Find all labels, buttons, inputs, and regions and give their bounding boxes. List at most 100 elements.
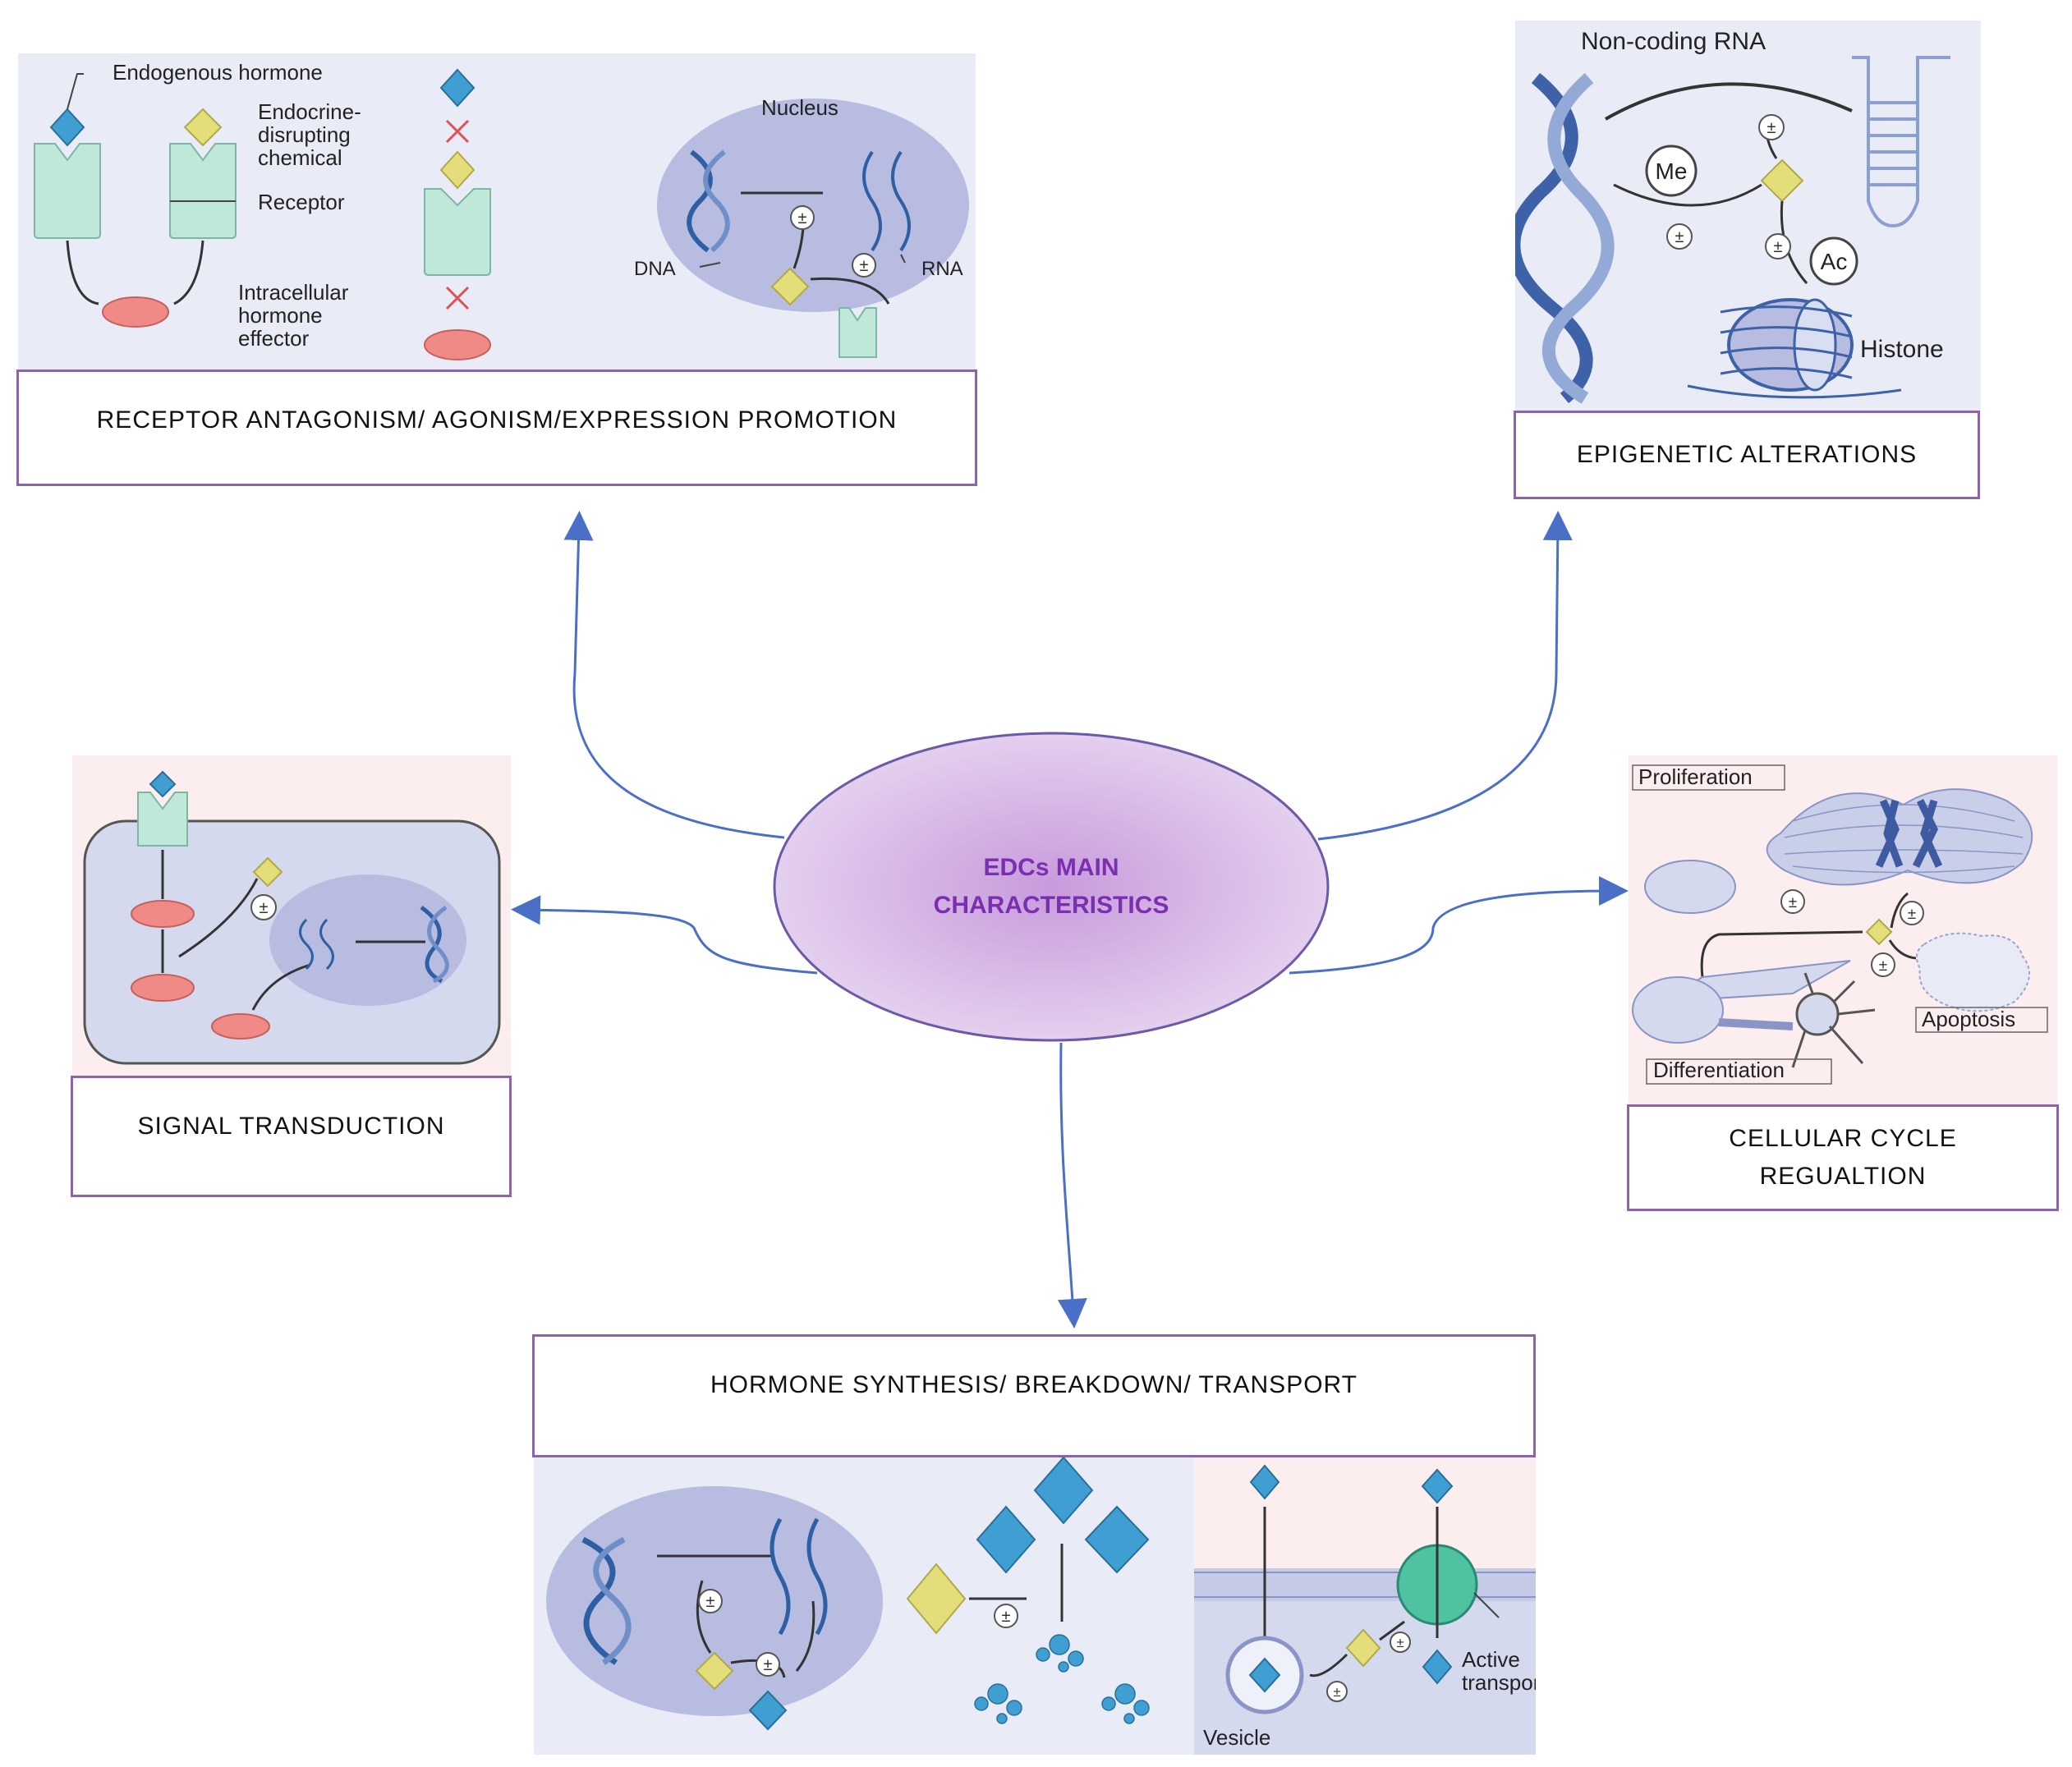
edc-diamond-icon [695,1651,734,1691]
cell-icon [1644,860,1736,914]
edc-diamond-icon [770,267,810,306]
hormone-diamond-icon [1421,1468,1454,1504]
svg-text:±: ± [1396,1635,1404,1650]
svg-text:±: ± [764,1656,773,1674]
svg-text:±: ± [860,257,869,275]
hormone-diamond-icon [1248,1657,1281,1693]
nucleus-shape [657,99,969,312]
neuron-icon [1791,972,1876,1068]
svg-text:±: ± [706,1593,715,1611]
arrow-to-receptor [563,511,785,839]
histone-icon [1687,298,1902,399]
label-vesicle: Vesicle [1203,1725,1270,1750]
dividing-cell-icon [1766,788,2033,886]
label-edc: Endocrine- [258,99,361,124]
label-differentiation: Differentiation [1653,1058,1785,1082]
dna-helix-icon [420,905,449,984]
svg-text:±: ± [1675,228,1684,246]
hormone-diamond-icon [149,770,177,798]
edc-diamond-icon [906,1563,967,1635]
svg-text:±: ± [1767,119,1776,137]
box-hormone: HORMONE SYNTHESIS/ BREAKDOWN/ TRANSPORT [532,1334,1536,1457]
rna-strand-icon [862,150,911,252]
effector-icon [211,1013,270,1040]
epigenetic-panel: Non-coding RNA Me Ac Histone ± ± ± [1515,21,1981,411]
label-receptor: Receptor [258,190,345,214]
methyl-group-icon [1645,145,1698,197]
arrow-to-signal [511,895,818,975]
svg-text:effector: effector [238,326,310,351]
box-epigenetic: EPIGENETIC ALTERATIONS [1514,411,1980,499]
hormone-diamond-icon [1249,1464,1280,1500]
arrow-to-hormone [1057,1042,1087,1329]
rna-strand-icon [770,1517,828,1636]
box-signal: SIGNAL TRANSDUCTION [71,1076,512,1197]
hormone-diamond-icon [748,1690,788,1731]
svg-text:±: ± [1908,906,1916,923]
signal-panel: ± [72,755,511,1076]
effector-icon [131,900,195,928]
dna-helix-icon [687,149,730,253]
center-title: EDCs MAIN CHARACTERISTICS [933,853,1169,920]
receptor-icon-4 [838,307,877,358]
edc-diamond-icon [1345,1628,1381,1668]
membrane-icon [1194,1568,1536,1601]
receptor-icon-2 [169,143,237,239]
receptor-icon-3 [424,188,491,276]
edc-diamond-icon [183,108,223,147]
apoptosis-cell-icon [1916,932,2030,1012]
svg-text:transporter: transporter [1462,1670,1536,1695]
center-ellipse [773,732,1330,1042]
label-effector: Intracellular [238,280,349,305]
svg-text:±: ± [1002,1608,1011,1626]
dna-helix-icon [1515,72,1615,404]
receptor-icon [137,792,188,847]
label-nucleus: Nucleus [761,95,838,120]
arrow-to-epigenetic [1317,511,1573,841]
svg-text:±: ± [1789,894,1797,911]
label-active-transporter: Active [1462,1647,1520,1672]
degraded-fragments-icon [974,1634,1150,1724]
hormone-diamond-icon [976,1505,1036,1574]
edc-diamond-icon [252,856,283,888]
effector-icon [131,974,195,1002]
hormone-diamond-icon [49,108,85,147]
svg-text:±: ± [1879,957,1887,975]
label-proliferation: Proliferation [1638,764,1753,789]
cell-cycle-panel: Proliferation Apoptosis Differentiation … [1629,755,2057,1106]
dna-helix-icon [581,1536,632,1665]
svg-text:±: ± [798,209,807,227]
rna-strand-icon [299,918,334,971]
label-apoptosis: Apoptosis [1922,1007,2015,1031]
label-histone: Histone [1860,336,1944,363]
ncrna-hairpin-icon [1852,56,1950,228]
cell-icon [1632,976,1724,1044]
svg-text:±: ± [260,899,269,917]
hormone-diamond-icon [439,68,476,108]
block-x-icon [445,286,470,310]
box-receptor: RECEPTOR ANTAGONISM/ AGONISM/EXPRESSION … [16,369,977,486]
svg-text:chemical: chemical [258,145,342,170]
hormone-panel: Active transporter Vesicle ± ± ± ± ± [534,1457,1536,1755]
svg-text:±: ± [1774,238,1783,256]
label-endogenous-hormone: Endogenous hormone [113,60,323,85]
effector-icon [424,329,491,360]
acetyl-group-icon [1809,236,1858,286]
label-ncrna: Non-coding RNA [1581,28,1766,55]
svg-text:±: ± [1333,1684,1340,1700]
label-rna: RNA [921,258,963,280]
edc-diamond-icon [439,150,476,190]
label-dna: DNA [634,258,676,280]
label-ac: Ac [1821,249,1848,274]
svg-text:disrupting: disrupting [258,122,351,147]
receptor-panel: Endogenous hormone Endocrine- disrupting… [18,53,976,369]
hormone-diamond-icon [1422,1649,1453,1685]
receptor-icon-1 [34,143,101,239]
edc-diamond-icon [1865,918,1893,946]
box-cell-cycle: CELLULAR CYCLE REGUALTION [1627,1104,2059,1211]
hormone-diamond-icon [1084,1505,1150,1574]
hormone-diamond-icon [1033,1457,1094,1525]
label-me: Me [1656,158,1688,184]
